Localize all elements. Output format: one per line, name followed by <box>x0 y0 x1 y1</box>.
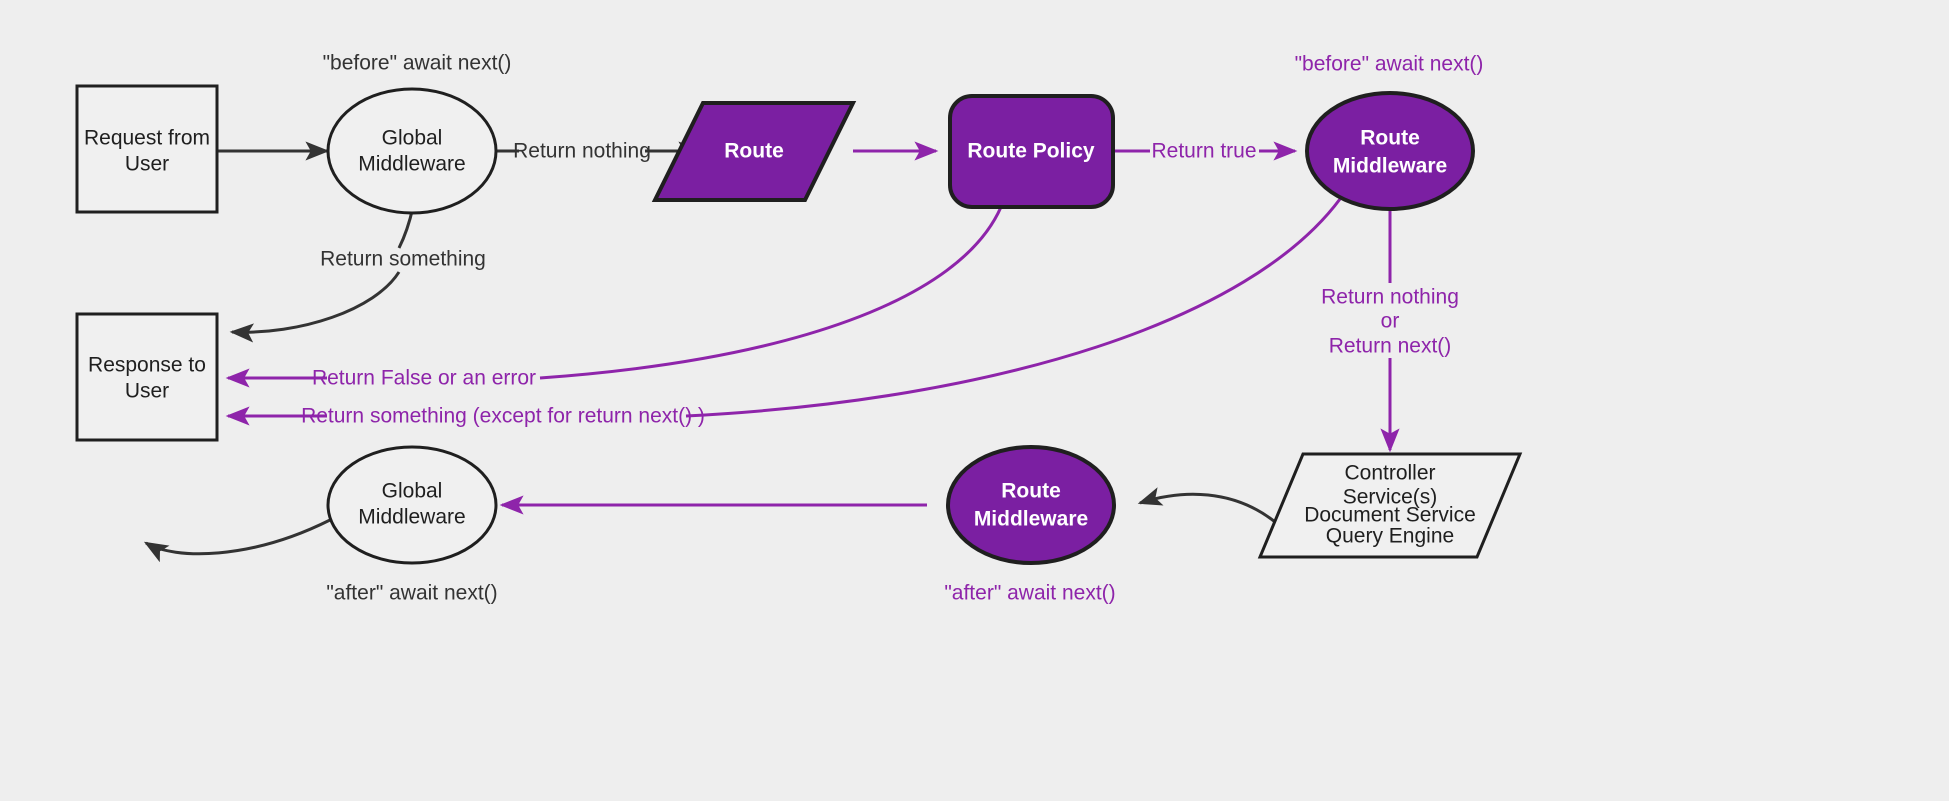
node-response-to-user-label-line1: Response to <box>88 354 206 377</box>
edge-route-policy-to-response: Return False or an error <box>225 206 1003 390</box>
edge-route-middleware-to-controller: Return nothing or Return next() <box>1321 207 1459 453</box>
annotation-after-await-next-global: "after" await next() <box>326 582 497 605</box>
edge-controller-to-route-middleware-bottom <box>1137 487 1281 528</box>
node-route[interactable]: Route <box>651 101 857 202</box>
edge-label-return-nothing-or-next-line2: or <box>1381 310 1400 333</box>
node-global-middleware-bottom[interactable]: Global Middleware <box>326 445 498 565</box>
edge-global-middleware-bottom-to-response <box>143 518 331 563</box>
node-route-middleware-top-label-line2: Middleware <box>1333 155 1447 178</box>
node-route-middleware-top-label-line1: Route <box>1360 127 1420 150</box>
edge-global-middleware-to-response: Return something <box>229 206 486 343</box>
node-request-from-user[interactable]: Request from User <box>75 84 219 214</box>
edge-label-return-something-except: Return something (except for return next… <box>301 405 705 428</box>
node-response-to-user-label-line2: User <box>125 380 169 403</box>
node-route-middleware-bottom[interactable]: Route Middleware <box>946 445 1116 565</box>
node-route-middleware-top[interactable]: Route Middleware <box>1305 91 1475 211</box>
node-route-policy[interactable]: Route Policy <box>948 94 1115 209</box>
edge-route-policy-to-route-middleware: Return true <box>1113 140 1298 163</box>
node-controller-label-line4: Query Engine <box>1326 525 1454 548</box>
node-controller-label-line2: Service(s) <box>1343 486 1438 509</box>
node-global-middleware-top-label-line1: Global <box>382 127 443 150</box>
node-global-middleware-top-label-line2: Middleware <box>358 153 465 176</box>
edge-label-return-nothing: Return nothing <box>513 140 651 163</box>
annotation-after-await-next-route: "after" await next() <box>944 582 1115 605</box>
node-route-middleware-bottom-label-line2: Middleware <box>974 508 1088 531</box>
edge-label-return-nothing-or-next-line1: Return nothing <box>1321 286 1459 309</box>
annotation-before-await-next-route: "before" await next() <box>1295 53 1484 76</box>
edge-label-return-false-or-error: Return False or an error <box>312 367 536 390</box>
node-route-label: Route <box>724 140 784 163</box>
node-controller-label-line1: Controller <box>1344 462 1435 485</box>
node-controller[interactable]: Controller Service(s) Document Service Q… <box>1257 452 1523 559</box>
node-global-middleware-bottom-label-line2: Middleware <box>358 506 465 529</box>
node-global-middleware-top[interactable]: Global Middleware <box>326 87 498 215</box>
node-global-middleware-bottom-label-line1: Global <box>382 480 443 503</box>
node-request-from-user-label-line1: Request from <box>84 127 210 150</box>
node-route-middleware-bottom-label-line1: Route <box>1001 480 1061 503</box>
edge-label-return-nothing-or-next-line3: Return next() <box>1329 335 1452 358</box>
node-route-policy-label: Route Policy <box>967 140 1095 163</box>
node-response-to-user[interactable]: Response to User <box>75 312 219 442</box>
edge-route-middleware-to-response: Return something (except for return next… <box>225 198 1342 428</box>
edge-global-middleware-to-route: Return nothing <box>496 140 703 163</box>
node-request-from-user-label-line2: User <box>125 153 169 176</box>
edge-label-return-something: Return something <box>320 248 486 271</box>
annotation-before-await-next-global: "before" await next() <box>323 52 512 75</box>
edge-label-return-true: Return true <box>1151 140 1256 163</box>
node-controller-label-line3: Document Service <box>1304 504 1476 527</box>
